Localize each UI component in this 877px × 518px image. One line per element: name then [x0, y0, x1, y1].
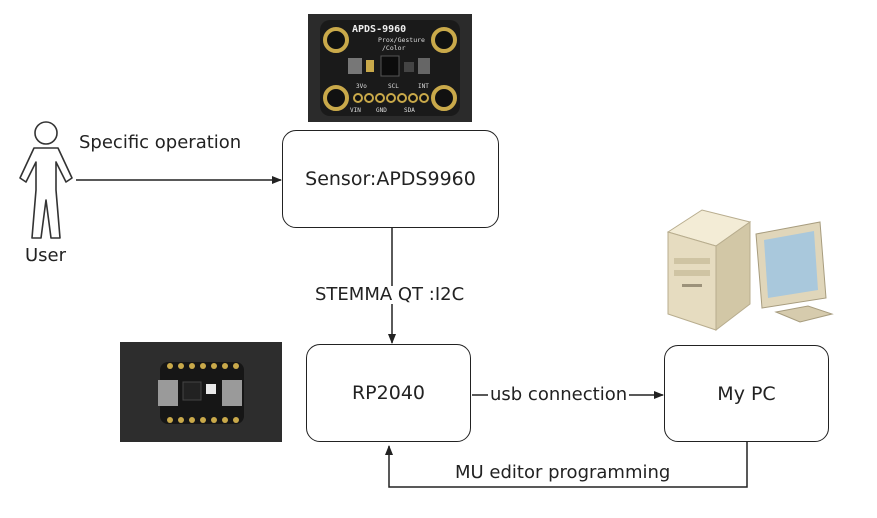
sensor-pin-top-2: SCL [388, 83, 399, 90]
edge-label-specific-operation: Specific operation [79, 132, 242, 153]
edge-pc-to-rp2040 [385, 442, 748, 488]
rp2040-node: RP2040 [306, 344, 471, 442]
sensor-pin-bottom-2: GND [376, 107, 387, 114]
user-label: User [25, 245, 67, 266]
pc-node: My PC [664, 345, 829, 442]
edge-label-usb-connection: usb connection [488, 384, 630, 405]
sensor-board-subtitle-1: Prox/Gesture [378, 36, 425, 44]
sensor-pin-bottom-1: VIN [350, 107, 361, 114]
sensor-pin-top-3: INT [418, 83, 429, 90]
edge-label-stemma-qt-i2c: STEMMA QT :I2C [313, 284, 467, 305]
user-figure-icon [19, 121, 73, 239]
edge-label-mu-editor-programming: MU editor programming [455, 462, 671, 483]
pc-node-label: My PC [717, 382, 776, 405]
sensor-node: Sensor:APDS9960 [282, 130, 499, 228]
sensor-board-title: APDS-9960 [352, 24, 406, 35]
sensor-pin-bottom-3: SDA [404, 107, 415, 114]
computer-icon [666, 209, 834, 332]
sensor-board-subtitle-2: /Color [382, 44, 406, 52]
sensor-pin-top-1: 3Vo [356, 83, 367, 90]
sensor-node-label: Sensor:APDS9960 [305, 168, 476, 190]
rp2040-node-label: RP2040 [351, 382, 425, 404]
